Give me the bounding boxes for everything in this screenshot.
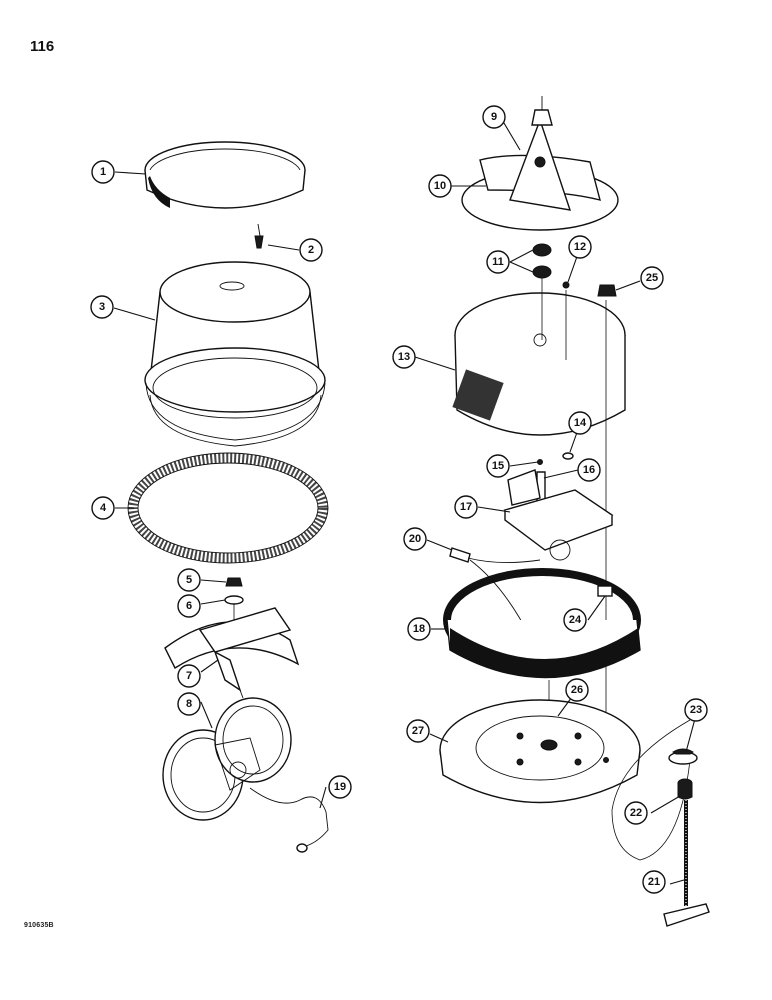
page-number: 116 bbox=[30, 38, 55, 55]
svg-text:12: 12 bbox=[574, 241, 586, 253]
svg-text:16: 16 bbox=[583, 464, 595, 476]
svg-text:7: 7 bbox=[186, 670, 192, 682]
svg-text:25: 25 bbox=[646, 272, 658, 284]
callout-25: 25 bbox=[640, 266, 664, 290]
callout-5: 5 bbox=[177, 568, 201, 592]
svg-text:11: 11 bbox=[492, 256, 504, 268]
svg-text:26: 26 bbox=[571, 684, 583, 696]
callout-15: 15 bbox=[486, 454, 510, 478]
svg-text:2: 2 bbox=[308, 244, 314, 256]
callout-1: 1 bbox=[91, 160, 115, 184]
svg-text:4: 4 bbox=[100, 502, 107, 514]
svg-text:1: 1 bbox=[100, 166, 106, 178]
svg-text:5: 5 bbox=[186, 574, 192, 586]
part-15-ball bbox=[537, 459, 543, 465]
callout-14: 14 bbox=[568, 411, 592, 435]
part-20-connector bbox=[449, 547, 541, 659]
callout-17: 17 bbox=[454, 495, 478, 519]
part-17-motor-plate bbox=[503, 469, 614, 561]
part-12-pin bbox=[562, 281, 570, 289]
callout-2: 2 bbox=[299, 238, 323, 262]
svg-text:17: 17 bbox=[460, 501, 472, 513]
callout-12: 12 bbox=[568, 235, 592, 259]
svg-text:24: 24 bbox=[569, 614, 582, 626]
part-19-wire-lead bbox=[249, 787, 329, 853]
callout-9: 9 bbox=[482, 105, 506, 129]
svg-text:14: 14 bbox=[574, 417, 587, 429]
svg-text:6: 6 bbox=[186, 600, 192, 612]
part-22-spacer bbox=[677, 778, 693, 800]
svg-text:8: 8 bbox=[186, 698, 192, 710]
part-4-gasket bbox=[127, 452, 329, 564]
part-5-nut bbox=[225, 577, 243, 587]
callout-13: 13 bbox=[392, 345, 416, 369]
part-21-bolt bbox=[663, 800, 710, 927]
callout-16: 16 bbox=[577, 458, 601, 482]
part-14-washer bbox=[562, 452, 574, 460]
part-23-washer bbox=[668, 748, 698, 765]
part-7-reflector-bracket bbox=[164, 607, 300, 699]
svg-text:19: 19 bbox=[334, 781, 346, 793]
callout-18: 18 bbox=[407, 617, 431, 641]
part-8-lamp-assembly bbox=[162, 697, 292, 821]
callout-20: 20 bbox=[403, 527, 427, 551]
callout-21: 21 bbox=[642, 870, 666, 894]
svg-text:20: 20 bbox=[409, 533, 421, 545]
callout-4: 4 bbox=[91, 496, 115, 520]
callout-26: 26 bbox=[565, 678, 589, 702]
part-3-lens-dome bbox=[144, 261, 326, 447]
svg-text:9: 9 bbox=[491, 111, 497, 123]
callout-11: 11 bbox=[486, 250, 510, 274]
part-24-clip bbox=[597, 585, 613, 597]
svg-text:13: 13 bbox=[398, 351, 410, 363]
svg-text:18: 18 bbox=[413, 623, 425, 635]
figure-code: 910635B bbox=[24, 922, 54, 929]
svg-text:27: 27 bbox=[412, 725, 424, 737]
callout-3: 3 bbox=[90, 295, 114, 319]
part-11-nuts bbox=[532, 243, 552, 279]
callout-7: 7 bbox=[177, 664, 201, 688]
callout-6: 6 bbox=[177, 594, 201, 618]
svg-text:15: 15 bbox=[492, 460, 504, 472]
callout-22: 22 bbox=[624, 801, 648, 825]
part-9-bracket bbox=[509, 96, 572, 211]
callout-23: 23 bbox=[684, 698, 708, 722]
svg-text:10: 10 bbox=[434, 180, 446, 192]
svg-text:22: 22 bbox=[630, 807, 642, 819]
part-18-ring bbox=[443, 568, 641, 679]
svg-text:23: 23 bbox=[690, 704, 702, 716]
svg-text:21: 21 bbox=[648, 876, 660, 888]
callout-24: 24 bbox=[563, 608, 587, 632]
callouts: 1 2 3 4 5 6 7 8 9 10 11 12 13 14 15 16 1… bbox=[90, 105, 708, 894]
svg-text:3: 3 bbox=[99, 301, 105, 313]
part-2-screw bbox=[254, 223, 264, 249]
part-27-base bbox=[439, 699, 641, 804]
callout-10: 10 bbox=[428, 174, 452, 198]
part-13-housing bbox=[452, 292, 626, 436]
callout-8: 8 bbox=[177, 692, 201, 716]
part-25-nut bbox=[597, 284, 617, 297]
callout-19: 19 bbox=[328, 775, 352, 799]
part-6-washer bbox=[224, 595, 244, 605]
part-1-retaining-ring bbox=[144, 141, 306, 209]
callout-27: 27 bbox=[406, 719, 430, 743]
